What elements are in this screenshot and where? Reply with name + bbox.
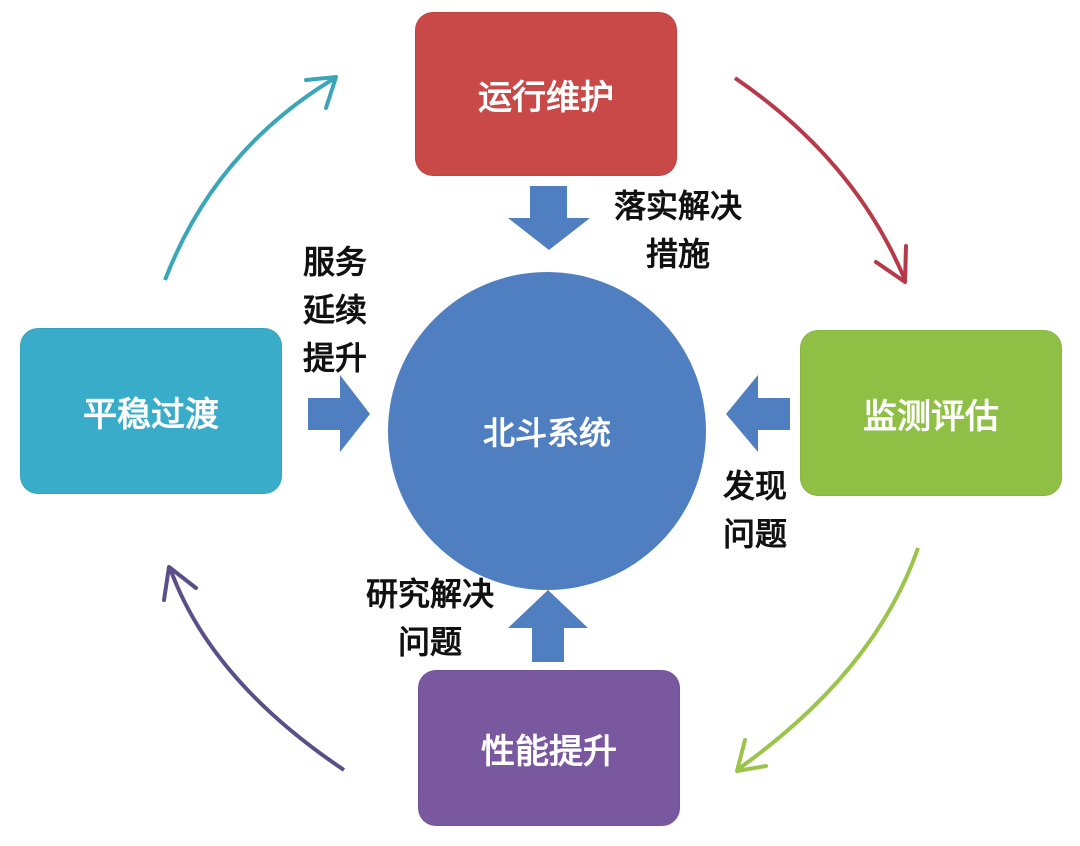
annotation-line: 问题: [722, 515, 787, 553]
annotation-find-problems: 发现 问题: [710, 462, 800, 558]
block-arrow-up: [508, 590, 588, 662]
center-circle-beidou-system: 北斗系统: [388, 272, 706, 590]
box-operation-maintenance: 运行维护: [415, 12, 677, 176]
cycle-arrowhead-right-to-bottom: [735, 738, 768, 773]
cycle-arrow-bottom-to-left: [168, 567, 346, 772]
annotation-line: 延续: [302, 291, 367, 329]
annotation-line: 发现: [722, 467, 787, 505]
cycle-arrow-top-to-right: [733, 76, 907, 281]
annotation-implement-solutions: 落实解决 措施: [598, 182, 758, 278]
box-top-label: 运行维护: [478, 77, 614, 118]
box-left-label: 平稳过渡: [83, 394, 219, 435]
cycle-arrow-left-to-top: [163, 76, 337, 281]
cycle-arrowhead-left-to-top: [304, 75, 338, 110]
cycle-arrowhead-bottom-to-left: [162, 565, 198, 602]
annotation-line: 措施: [645, 235, 710, 273]
annotation-service-continuation: 服务 延续 提升: [290, 238, 380, 382]
annotation-line: 提升: [302, 339, 367, 377]
center-label: 北斗系统: [482, 414, 611, 452]
box-bottom-label: 性能提升: [481, 731, 617, 772]
box-right-label: 监测评估: [863, 396, 999, 437]
box-monitoring-evaluation: 监测评估: [800, 330, 1062, 496]
annotation-line: 落实解决: [613, 187, 742, 225]
block-arrow-left: [726, 375, 790, 452]
annotation-research-solutions: 研究解决 问题: [350, 570, 510, 666]
block-arrow-right: [308, 375, 370, 452]
annotation-line: 服务: [302, 243, 367, 281]
annotation-line: 问题: [397, 623, 462, 661]
box-performance-improvement: 性能提升: [418, 670, 680, 826]
block-arrow-down: [508, 186, 590, 250]
box-smooth-transition: 平稳过渡: [20, 328, 282, 494]
annotation-line: 研究解决: [365, 575, 494, 613]
cycle-arrowhead-top-to-right: [874, 244, 908, 284]
cycle-arrow-right-to-bottom: [735, 547, 920, 772]
